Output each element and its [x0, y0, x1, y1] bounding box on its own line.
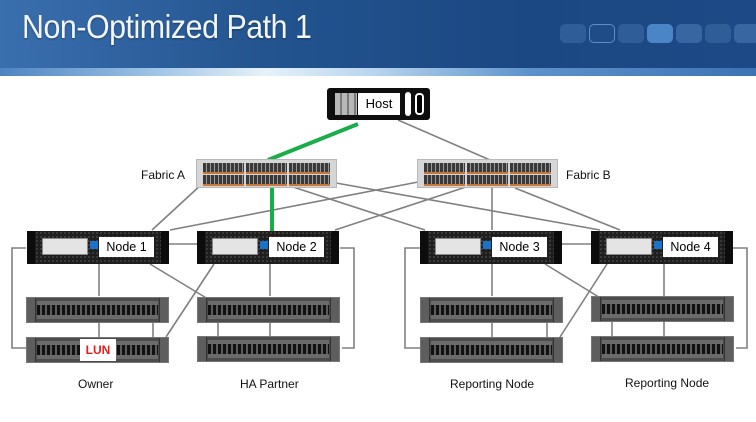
wire-node1-left-loop: [11, 247, 26, 349]
disk-shelf[interactable]: [420, 297, 563, 323]
disk-shelf[interactable]: [26, 297, 169, 323]
lun-label: LUN: [80, 339, 116, 361]
host-port: [405, 92, 411, 116]
nav-dot[interactable]: [560, 24, 586, 43]
nav-dot[interactable]: [734, 24, 756, 43]
netapp-logo-icon: [260, 241, 268, 249]
node-faceplate: [42, 238, 88, 255]
fabric-a-switch[interactable]: [196, 159, 337, 188]
host-handle: [415, 93, 424, 115]
wire-fabric-a-node-3: [289, 185, 426, 231]
wire-fabric-a-node-4: [335, 182, 601, 231]
node-faceplate: [212, 238, 258, 255]
wire-node3-left-loop: [404, 247, 420, 349]
netapp-logo-icon: [90, 241, 98, 249]
wire-node1-cross: [149, 263, 209, 300]
node-faceplate: [435, 238, 481, 255]
disk-shelf[interactable]: [591, 336, 734, 362]
disk-shelf[interactable]: [591, 296, 734, 322]
node-1-label: Node 1: [99, 237, 154, 257]
wire-fabric-b-node-2: [334, 186, 467, 231]
node-2[interactable]: Node 2: [197, 231, 339, 264]
node-3[interactable]: Node 3: [420, 231, 562, 264]
node-faceplate: [606, 238, 652, 255]
role-label-node-2: HA Partner: [240, 377, 299, 391]
nav-dot-active[interactable]: [647, 24, 673, 43]
host-drive-bays: [335, 93, 357, 115]
nav-dot[interactable]: [705, 24, 731, 43]
netapp-logo-icon: [483, 241, 491, 249]
wire-fabric-b-node-1: [169, 181, 419, 231]
slide-nav-dots: [560, 24, 756, 43]
node-1[interactable]: Node 1: [27, 231, 169, 264]
nav-dot[interactable]: [589, 24, 615, 43]
nav-dot[interactable]: [676, 24, 702, 43]
wire-node3-cross: [544, 263, 603, 300]
fabric-b-switch[interactable]: [417, 159, 558, 188]
disk-shelf[interactable]: [197, 336, 340, 362]
active-path-host-fabric-a: [267, 122, 359, 162]
fabric-a-label: Fabric A: [141, 168, 186, 182]
node-2-label: Node 2: [269, 237, 324, 257]
wire-node2-right-loop: [340, 247, 355, 349]
wire-node2-cross: [165, 263, 215, 338]
host-server[interactable]: Host: [327, 88, 430, 120]
wire-host-fabric-b: [397, 119, 491, 161]
host-label: Host: [358, 93, 400, 115]
wire-fabric-b-node-4: [514, 187, 621, 231]
node-4[interactable]: Node 4: [591, 231, 733, 264]
nav-dot[interactable]: [618, 24, 644, 43]
netapp-logo-icon: [654, 241, 662, 249]
role-label-node-3: Reporting Node: [450, 377, 535, 391]
header-stripe: [0, 68, 756, 76]
disk-shelf[interactable]: [197, 297, 340, 323]
wire-node4-cross: [559, 263, 608, 338]
fabric-b-label: Fabric B: [566, 168, 611, 182]
wire-fabric-a-node-1: [151, 183, 203, 231]
node-4-label: Node 4: [663, 237, 718, 257]
node-3-label: Node 3: [492, 237, 547, 257]
role-label-node-4: Reporting Node: [625, 376, 710, 390]
disk-shelf[interactable]: [420, 337, 563, 363]
wire-node4-right-loop: [733, 247, 748, 349]
disk-shelf-lun[interactable]: LUN: [26, 337, 169, 363]
slide-title: Non-Optimized Path 1: [22, 8, 312, 45]
role-label-node-1: Owner: [78, 377, 114, 391]
